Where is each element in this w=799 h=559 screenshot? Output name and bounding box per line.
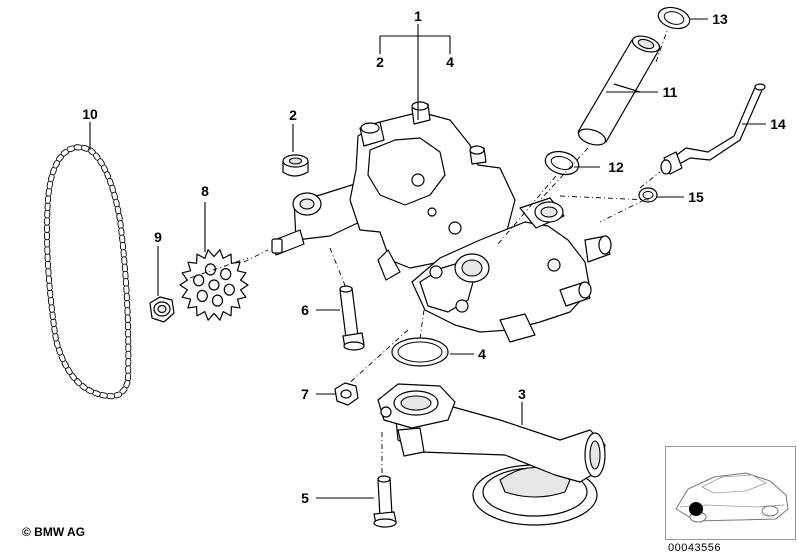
callout-6: 6	[301, 302, 309, 318]
sprocket-nut	[149, 296, 175, 323]
callout-2: 2	[289, 107, 297, 123]
callout-13: 13	[712, 11, 728, 27]
chain-link	[125, 336, 132, 346]
chain-link	[52, 159, 60, 169]
plug-seal-upper	[282, 154, 309, 177]
oil-tube-bent	[660, 83, 766, 175]
nut-small	[334, 382, 359, 406]
vehicle-location-thumbnail	[665, 446, 796, 540]
oil-pipe	[577, 35, 661, 146]
chain-link	[125, 358, 132, 367]
callout-2-sub: 2	[376, 54, 384, 70]
oil-pickup-pipe	[377, 383, 606, 526]
o-ring-mid	[544, 150, 580, 176]
callout-11: 11	[663, 84, 678, 100]
sprocket-hole	[220, 268, 232, 281]
sprocket-hole	[196, 289, 208, 302]
callout-7: 7	[301, 386, 309, 402]
sprocket-hole	[193, 274, 205, 287]
chain-link	[44, 224, 50, 233]
callout-12: 12	[608, 159, 624, 175]
callout-8: 8	[201, 183, 209, 199]
sprocket-hub	[208, 279, 220, 291]
callout-3: 3	[518, 386, 526, 402]
callout-5: 5	[301, 490, 309, 506]
location-marker-icon	[689, 502, 703, 516]
oil-pump-sprocket	[179, 249, 249, 321]
chain-link	[125, 343, 132, 353]
leader-lines	[89, 18, 766, 499]
oil-pump-body	[271, 101, 612, 343]
sprocket-hole	[223, 283, 235, 296]
callout-labels: 1 2 4 2 8 9 10 6 7 5 4 3 11 12 13 14 15	[82, 8, 786, 506]
callout-1: 1	[414, 8, 422, 24]
car-silhouette-icon	[675, 472, 789, 523]
o-ring-top	[657, 6, 691, 30]
o-ring-lower	[391, 337, 449, 367]
bolt-pickup	[373, 475, 397, 528]
assembly-lines	[189, 27, 669, 476]
chain-link	[125, 350, 132, 360]
copyright-notice: © BMW AG	[22, 525, 86, 539]
drawing-number: 00043556	[668, 542, 721, 554]
callout-10: 10	[82, 106, 98, 122]
timing-chain	[44, 144, 132, 400]
callout-4-sub: 4	[446, 54, 454, 70]
callout-14: 14	[770, 116, 786, 132]
callout-4: 4	[478, 346, 486, 362]
sprocket-hole	[211, 294, 224, 307]
chain-link	[44, 231, 50, 241]
bolt-long	[339, 285, 365, 351]
callout-15: 15	[688, 189, 704, 205]
callout-9: 9	[154, 229, 162, 245]
seal-ring-small	[638, 187, 658, 203]
